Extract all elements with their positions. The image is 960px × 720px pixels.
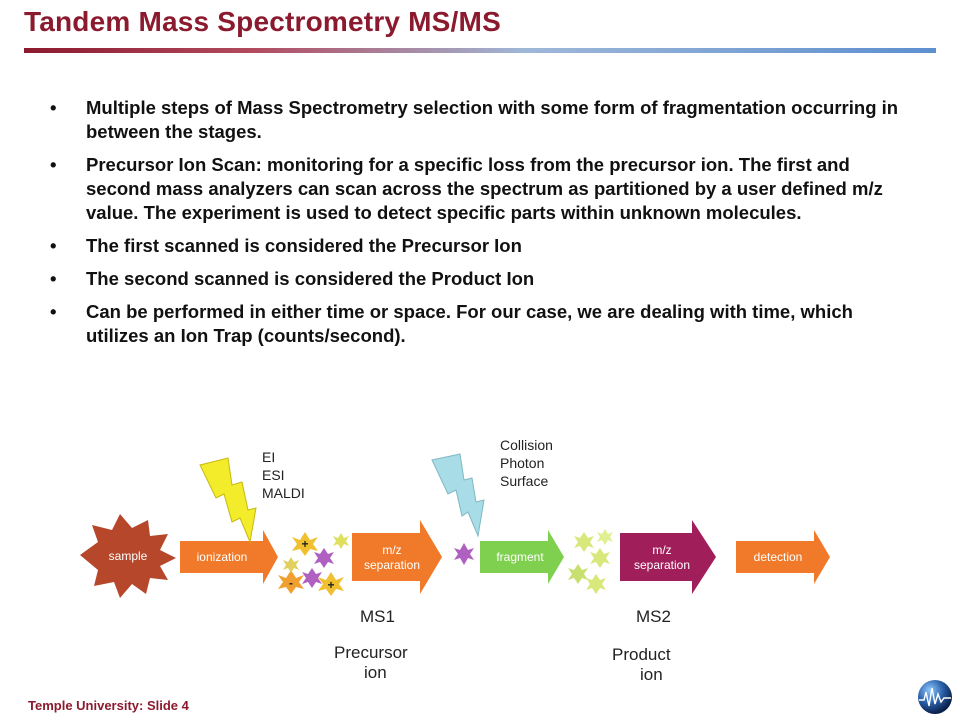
sample-starburst [80, 514, 176, 598]
fragment-method-photon: Photon [500, 455, 544, 471]
bullet-list: • Multiple steps of Mass Spectrometry sel… [50, 96, 910, 357]
bullet-marker: • [50, 301, 57, 322]
detection-arrow [736, 530, 830, 584]
fragment-ion [568, 564, 588, 584]
ms1-separation-arrow [352, 520, 442, 594]
tandem-ms-diagram: sample ionization EI ESI MALDI + - + m/z… [80, 437, 830, 684]
bullet-text: Precursor Ion Scan: monitoring for a spe… [86, 154, 883, 223]
ionization-label: ionization [197, 550, 248, 564]
ion-cluster-1: + [292, 532, 318, 556]
ion-source-esi: ESI [262, 467, 285, 483]
bullet-text: Multiple steps of Mass Spectrometry sele… [86, 97, 899, 142]
footer-text: Temple University: Slide 4 [28, 698, 189, 713]
globe-logo-icon [918, 680, 952, 714]
ionization-arrow [180, 530, 278, 584]
slide-title: Tandem Mass Spectrometry MS/MS [24, 6, 501, 37]
bullet-item: • Can be performed in either time or spac… [50, 300, 910, 348]
bullet-item: • The first scanned is considered the Pre… [50, 234, 910, 258]
fragment-arrow [480, 530, 564, 584]
bullet-marker: • [50, 268, 57, 289]
bullet-text: Can be performed in either time or space… [86, 301, 853, 346]
selected-ion [454, 543, 474, 565]
ms2-label: MS2 [636, 607, 671, 626]
ms1-caption-line1: Precursor [334, 643, 408, 662]
ion-particle [314, 548, 334, 568]
ion-sign: - [289, 576, 293, 590]
ion-sign: + [327, 578, 334, 592]
ion-source-ei: EI [262, 449, 275, 465]
bullet-item: • Precursor Ion Scan: monitoring for a sp… [50, 153, 910, 225]
bullet-text: The first scanned is considered the Prec… [86, 235, 522, 256]
ms2-caption-line2: ion [640, 665, 663, 684]
ms2-caption-line1: Product [612, 645, 671, 664]
ion-particle [302, 568, 322, 588]
fragment-label: fragment [496, 550, 544, 564]
ms2-box-line1: m/z [652, 543, 671, 557]
title-underline [24, 48, 936, 53]
fragment-ion [597, 529, 613, 545]
fragment-method-surface: Surface [500, 473, 548, 489]
ion-particle [333, 533, 349, 549]
bullet-text: The second scanned is considered the Pro… [86, 268, 535, 289]
fragment-method-collision: Collision [500, 437, 553, 453]
fragment-bolt-icon [431, 453, 485, 538]
ms1-box-line1: m/z [382, 543, 401, 557]
detection-label: detection [754, 550, 803, 564]
ms1-box-line2: separation [364, 558, 420, 572]
sample-label: sample [109, 549, 148, 563]
ms2-separation-arrow [620, 520, 716, 594]
ion-source-maldi: MALDI [262, 485, 305, 501]
ion-cluster-2: - [278, 570, 304, 594]
ms1-caption-line2: ion [364, 663, 387, 682]
bullet-item: • The second scanned is considered the Pr… [50, 267, 910, 291]
ms1-label: MS1 [360, 607, 395, 626]
ms2-box-line2: separation [634, 558, 690, 572]
bullet-item: • Multiple steps of Mass Spectrometry sel… [50, 96, 910, 144]
fragment-ion [574, 532, 594, 552]
bullet-marker: • [50, 154, 57, 175]
ion-cluster-3: + [318, 572, 344, 596]
bullet-marker: • [50, 235, 57, 256]
ionization-bolt-icon [199, 457, 257, 544]
fragment-ion [586, 574, 606, 594]
bullet-marker: • [50, 97, 57, 118]
ion-sign: + [301, 537, 308, 551]
fragment-ion [590, 548, 610, 568]
ion-particle [283, 557, 299, 573]
